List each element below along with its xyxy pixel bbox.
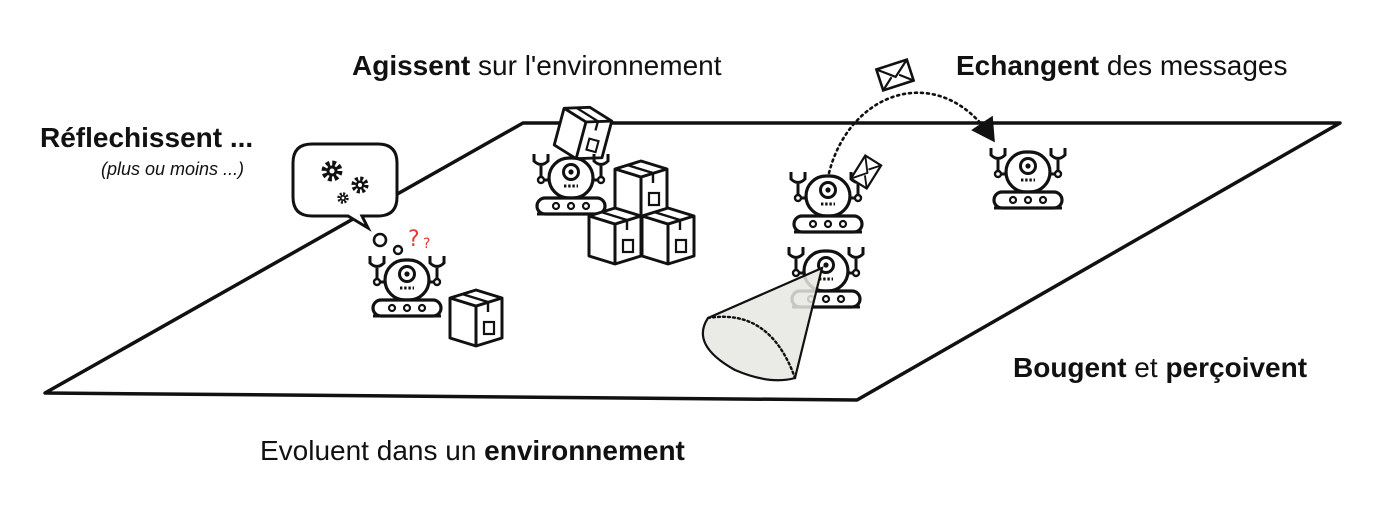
question-mark-big: ?	[408, 227, 420, 252]
box-icon	[448, 288, 504, 348]
arrow-icon	[827, 91, 995, 175]
box-icon	[587, 206, 643, 266]
label-exchange: Echangent des messages	[956, 50, 1288, 81]
envelope-icon	[875, 58, 915, 92]
vision-cone-icon	[701, 266, 824, 382]
label-move: Bougent et perçoivent	[1013, 352, 1308, 383]
question-mark-small: ?	[423, 236, 430, 252]
box-icon	[613, 159, 669, 219]
box-icon	[640, 206, 696, 266]
label-think: Réflechissent ...	[40, 122, 254, 153]
label-act: Agissent sur l'environnement	[352, 50, 722, 81]
thought-bubble-icon	[291, 142, 404, 256]
label-think-sub: (plus ou moins ...)	[101, 159, 245, 179]
label-environment: Evoluent dans un environnement	[260, 435, 685, 466]
